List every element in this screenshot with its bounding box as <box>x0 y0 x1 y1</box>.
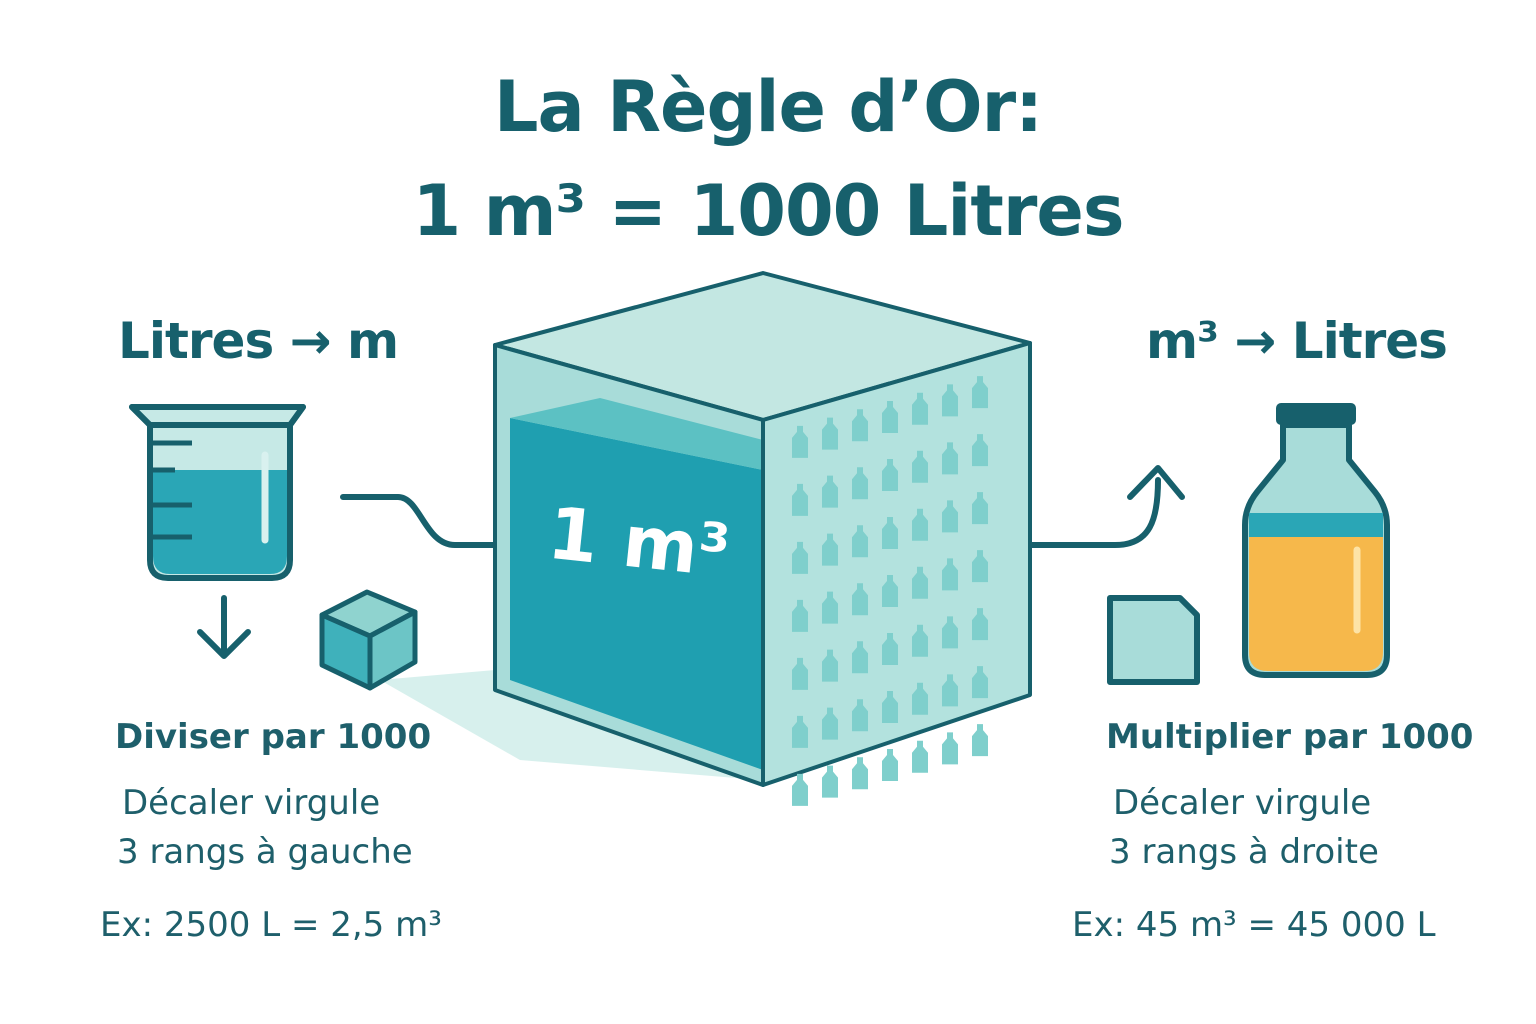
mini-bottle-icon <box>972 434 988 467</box>
mini-bottle-icon <box>852 641 868 674</box>
right-operation: Multiplier par 1000 <box>1106 717 1474 757</box>
beaker-icon <box>129 404 306 581</box>
mini-bottle-icon <box>792 773 808 806</box>
mini-bottle-icon <box>972 608 988 641</box>
mini-bottle-icon <box>972 376 988 409</box>
mini-bottle-icon <box>882 749 898 781</box>
mini-bottle-icon <box>822 649 838 682</box>
mini-bottle-icon <box>972 550 988 583</box>
small-square-icon <box>1107 595 1200 685</box>
mini-bottle-icon <box>852 757 868 790</box>
left-operation: Diviser par 1000 <box>115 717 432 757</box>
right-shift-line-1: Décaler virgule <box>1113 783 1372 823</box>
mini-bottle-icon <box>792 483 808 516</box>
mini-bottle-icon <box>852 699 868 732</box>
mini-bottle-icon <box>942 384 958 417</box>
mini-bottle-icon <box>942 558 958 591</box>
mini-bottle-icon <box>822 475 838 508</box>
mini-bottle-icon <box>912 682 928 715</box>
left-heading: Litres → m <box>118 312 399 370</box>
mini-bottle-icon <box>942 674 958 707</box>
title-line-1: La Règle d’Or: <box>493 66 1043 148</box>
right-example: Ex: 45 m³ = 45 000 L <box>1072 905 1436 945</box>
mini-bottle-icon <box>882 575 898 607</box>
arrow-down-icon <box>197 595 251 659</box>
mini-bottle-icon <box>912 392 928 425</box>
mini-bottle-icon <box>882 459 898 491</box>
mini-bottle-icon <box>792 541 808 574</box>
left-shift-line-2: 3 rangs à gauche <box>117 832 413 872</box>
mini-bottle-icon <box>852 525 868 558</box>
mini-bottle-icon <box>792 599 808 632</box>
mini-bottle-icon <box>912 624 928 657</box>
bottle-grid <box>792 376 988 806</box>
mini-bottle-icon <box>972 666 988 699</box>
arrow-up-right-icon <box>1027 465 1185 548</box>
mini-bottle-icon <box>822 417 838 450</box>
mini-bottle-icon <box>822 707 838 740</box>
mini-bottle-icon <box>852 583 868 616</box>
mini-bottle-icon <box>882 401 898 433</box>
mini-bottle-icon <box>912 450 928 483</box>
left-connector-line <box>340 494 498 548</box>
big-cube-icon <box>493 271 1032 806</box>
left-example: Ex: 2500 L = 2,5 m³ <box>100 905 442 945</box>
mini-bottle-icon <box>942 616 958 649</box>
mini-bottle-icon <box>792 425 808 458</box>
mini-bottle-icon <box>942 500 958 533</box>
small-cube-icon <box>319 589 418 691</box>
mini-bottle-icon <box>822 765 838 798</box>
left-shift-line-1: Décaler virgule <box>122 783 381 823</box>
bottle-icon <box>1242 403 1390 678</box>
mini-bottle-icon <box>942 442 958 475</box>
right-shift-line-2: 3 rangs à droite <box>1109 832 1379 872</box>
mini-bottle-icon <box>942 732 958 765</box>
mini-bottle-icon <box>882 517 898 549</box>
mini-bottle-icon <box>912 508 928 541</box>
mini-bottle-icon <box>882 691 898 723</box>
mini-bottle-icon <box>852 467 868 500</box>
mini-bottle-icon <box>792 657 808 690</box>
mini-bottle-icon <box>822 591 838 624</box>
cube-shadow <box>380 670 760 780</box>
mini-bottle-icon <box>882 633 898 665</box>
mini-bottle-icon <box>972 492 988 525</box>
right-heading: m³ → Litres <box>1146 312 1448 370</box>
mini-bottle-icon <box>912 566 928 599</box>
mini-bottle-icon <box>792 715 808 748</box>
mini-bottle-icon <box>822 533 838 566</box>
mini-bottle-icon <box>912 740 928 773</box>
mini-bottle-icon <box>852 409 868 442</box>
title-line-2: 1 m³ = 1000 Litres <box>412 170 1125 252</box>
mini-bottle-icon <box>972 724 988 757</box>
